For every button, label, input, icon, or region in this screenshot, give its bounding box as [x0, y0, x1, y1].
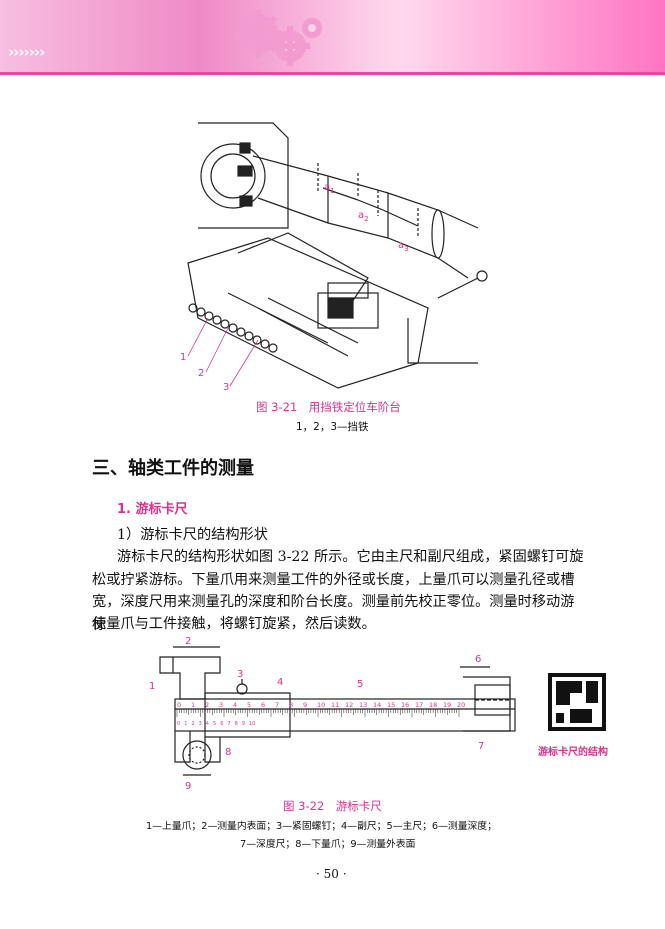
fig22-label-3: 3 — [237, 669, 243, 680]
section-title: 三、轴类工件的测量 — [92, 458, 254, 479]
fig21-label-1: 1 — [180, 352, 186, 363]
fig22-label-1: 1 — [149, 681, 155, 692]
main-scale-number: 3 — [219, 701, 223, 709]
vernier-scale-number: 8 — [235, 721, 238, 727]
fig22-label-5: 5 — [357, 679, 363, 690]
fig22-legend-line1: 1—上量爪；2—测量内表面；3—紧固螺钉；4—副尺；5—主尺；6—测量深度； — [146, 821, 497, 832]
main-scale-number: 17 — [415, 701, 423, 709]
page-header — [0, 0, 665, 72]
main-scale-number: 14 — [373, 701, 381, 709]
fig21-caption: 图 3-21 用挡铁定位车阶台 — [256, 400, 401, 414]
main-scale-number: 19 — [443, 701, 451, 709]
vernier-scale-number: 1 — [184, 721, 187, 727]
main-scale-number: 0 — [177, 701, 181, 709]
fig22-caption: 图 3-22 游标卡尺 — [283, 799, 382, 813]
main-scale-number: 16 — [401, 701, 409, 709]
main-scale-number: 15 — [387, 701, 395, 709]
fig21-dim-a3: a3 — [398, 240, 409, 253]
vernier-scale-number: 7 — [227, 721, 230, 727]
body-line-4: 使量爪与工件接触，将螺钉旋紧，然后读数。 — [92, 616, 376, 632]
body-item-heading: 1）游标卡尺的结构形状 — [117, 527, 268, 543]
body-line-3: 宽，深度尺用来测量孔的深度和阶台长度。测量前先校正零位。测量时移动游标 — [92, 594, 575, 633]
main-scale-number: 1 — [191, 701, 195, 709]
fig21-label-2: 2 — [198, 368, 204, 379]
vernier-scale-number: 0 — [177, 721, 180, 727]
main-scale-number: 4 — [233, 701, 237, 709]
vernier-scale-number: 5 — [213, 721, 216, 727]
vernier-scale-number: 9 — [242, 721, 245, 727]
main-scale-number: 12 — [345, 701, 353, 709]
vernier-scale-number: 4 — [206, 721, 209, 727]
main-scale-number: 9 — [303, 701, 307, 709]
fig22-label-2: 2 — [185, 637, 191, 647]
main-scale-number: 7 — [275, 701, 279, 709]
main-scale-number: 10 — [317, 701, 325, 709]
body-line-1: 游标卡尺的结构形状如图 3-22 所示。它由主尺和副尺组成，紧固螺钉可旋 — [117, 549, 584, 565]
main-scale-number: 18 — [429, 701, 437, 709]
vernier-scale-number: 3 — [199, 721, 202, 727]
fig21-legend: 1，2，3—挡铁 — [296, 421, 369, 433]
qr-label: 游标卡尺的结构 — [538, 747, 608, 758]
chevron-decoration: ››››››› — [8, 43, 45, 61]
main-scale-number: 5 — [247, 701, 251, 709]
fig22-label-8: 8 — [225, 747, 231, 758]
body-line-2: 松或拧紧游标。下量爪用来测量工件的外径或长度，上量爪可以测量孔径或槽 — [92, 572, 575, 588]
fig22-label-9: 9 — [185, 781, 191, 792]
page-number: · 50 · — [316, 867, 347, 881]
fig22-label-7: 7 — [478, 741, 484, 752]
main-scale-number: 20 — [457, 701, 465, 709]
fig21-label-3: 3 — [223, 382, 229, 393]
header-rule — [0, 72, 665, 75]
subsection-title: 1. 游标卡尺 — [117, 502, 188, 517]
gear-decoration-icon — [234, 10, 322, 66]
main-scale-number: 11 — [331, 701, 339, 709]
qr-code[interactable] — [548, 673, 606, 731]
fig21-dim-a1: a1 — [324, 182, 335, 195]
vernier-scale-number: 2 — [191, 721, 194, 727]
fig22-legend-line2: 7—深度尺；8—下量爪；9—测量外表面 — [240, 839, 416, 850]
main-scale-number: 6 — [261, 701, 265, 709]
fig22-label-4: 4 — [277, 677, 283, 688]
fig21-dim-a2: a2 — [358, 210, 369, 223]
lathe-stop-figure: 1 2 3 a1 a2 a3 — [180, 122, 488, 393]
vernier-scale-number: 10 — [249, 721, 255, 727]
vernier-scale-number: 6 — [220, 721, 223, 727]
main-scale-number: 2 — [205, 701, 209, 709]
fig22-label-6: 6 — [475, 654, 481, 665]
main-scale-number: 13 — [359, 701, 367, 709]
main-scale-number: 8 — [289, 701, 293, 709]
